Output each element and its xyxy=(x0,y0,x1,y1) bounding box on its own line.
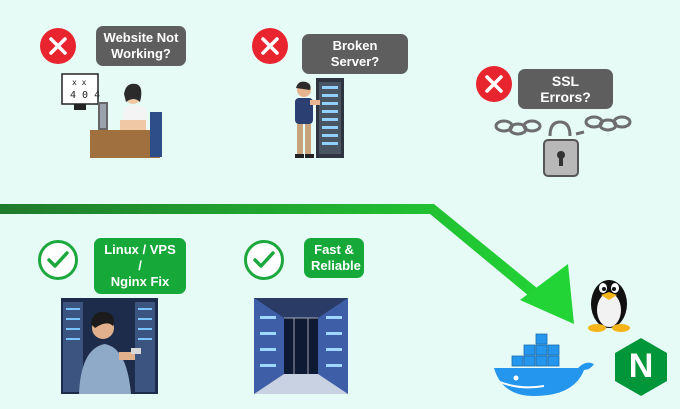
server-room-photo xyxy=(254,298,348,394)
error-screen-glyph-top: x x xyxy=(72,78,87,87)
error-icon xyxy=(476,66,512,102)
nginx-logo-icon: N xyxy=(612,336,670,398)
solution-label-line1: Fast & xyxy=(314,242,354,257)
nginx-letter: N xyxy=(628,347,654,385)
solution-label-line1: Linux / VPS / xyxy=(104,242,176,273)
problem-label-line1: Website Not xyxy=(103,30,179,45)
solution-label-line2: Nginx Fix xyxy=(110,274,170,289)
problem-tag-website: Website Not Working? xyxy=(96,26,186,66)
website-error-illustration xyxy=(61,73,162,158)
problem-tag-ssl: SSL Errors? xyxy=(518,69,613,109)
check-icon xyxy=(38,240,78,280)
problem-label-line1: Broken Server? xyxy=(330,38,380,69)
problem-tag-server: Broken Server? xyxy=(302,34,408,74)
docker-logo-icon xyxy=(494,333,594,396)
problem-label-line2: Working? xyxy=(111,46,171,61)
error-screen-glyph-bottom: 4 0 4 xyxy=(70,90,101,101)
engineer-datacenter-photo xyxy=(61,298,158,394)
solution-tag-fast: Fast & Reliable xyxy=(304,238,364,278)
broken-server-illustration xyxy=(295,78,344,158)
error-icon xyxy=(40,28,76,64)
error-icon xyxy=(252,28,288,64)
solution-tag-linux: Linux / VPS / Nginx Fix xyxy=(94,238,186,294)
broken-chain-padlock-illustration xyxy=(494,115,632,177)
check-icon xyxy=(244,240,284,280)
linux-penguin-icon xyxy=(588,280,630,332)
solution-label-line2: Reliable xyxy=(311,258,361,273)
problem-label-line1: SSL Errors? xyxy=(540,73,591,105)
